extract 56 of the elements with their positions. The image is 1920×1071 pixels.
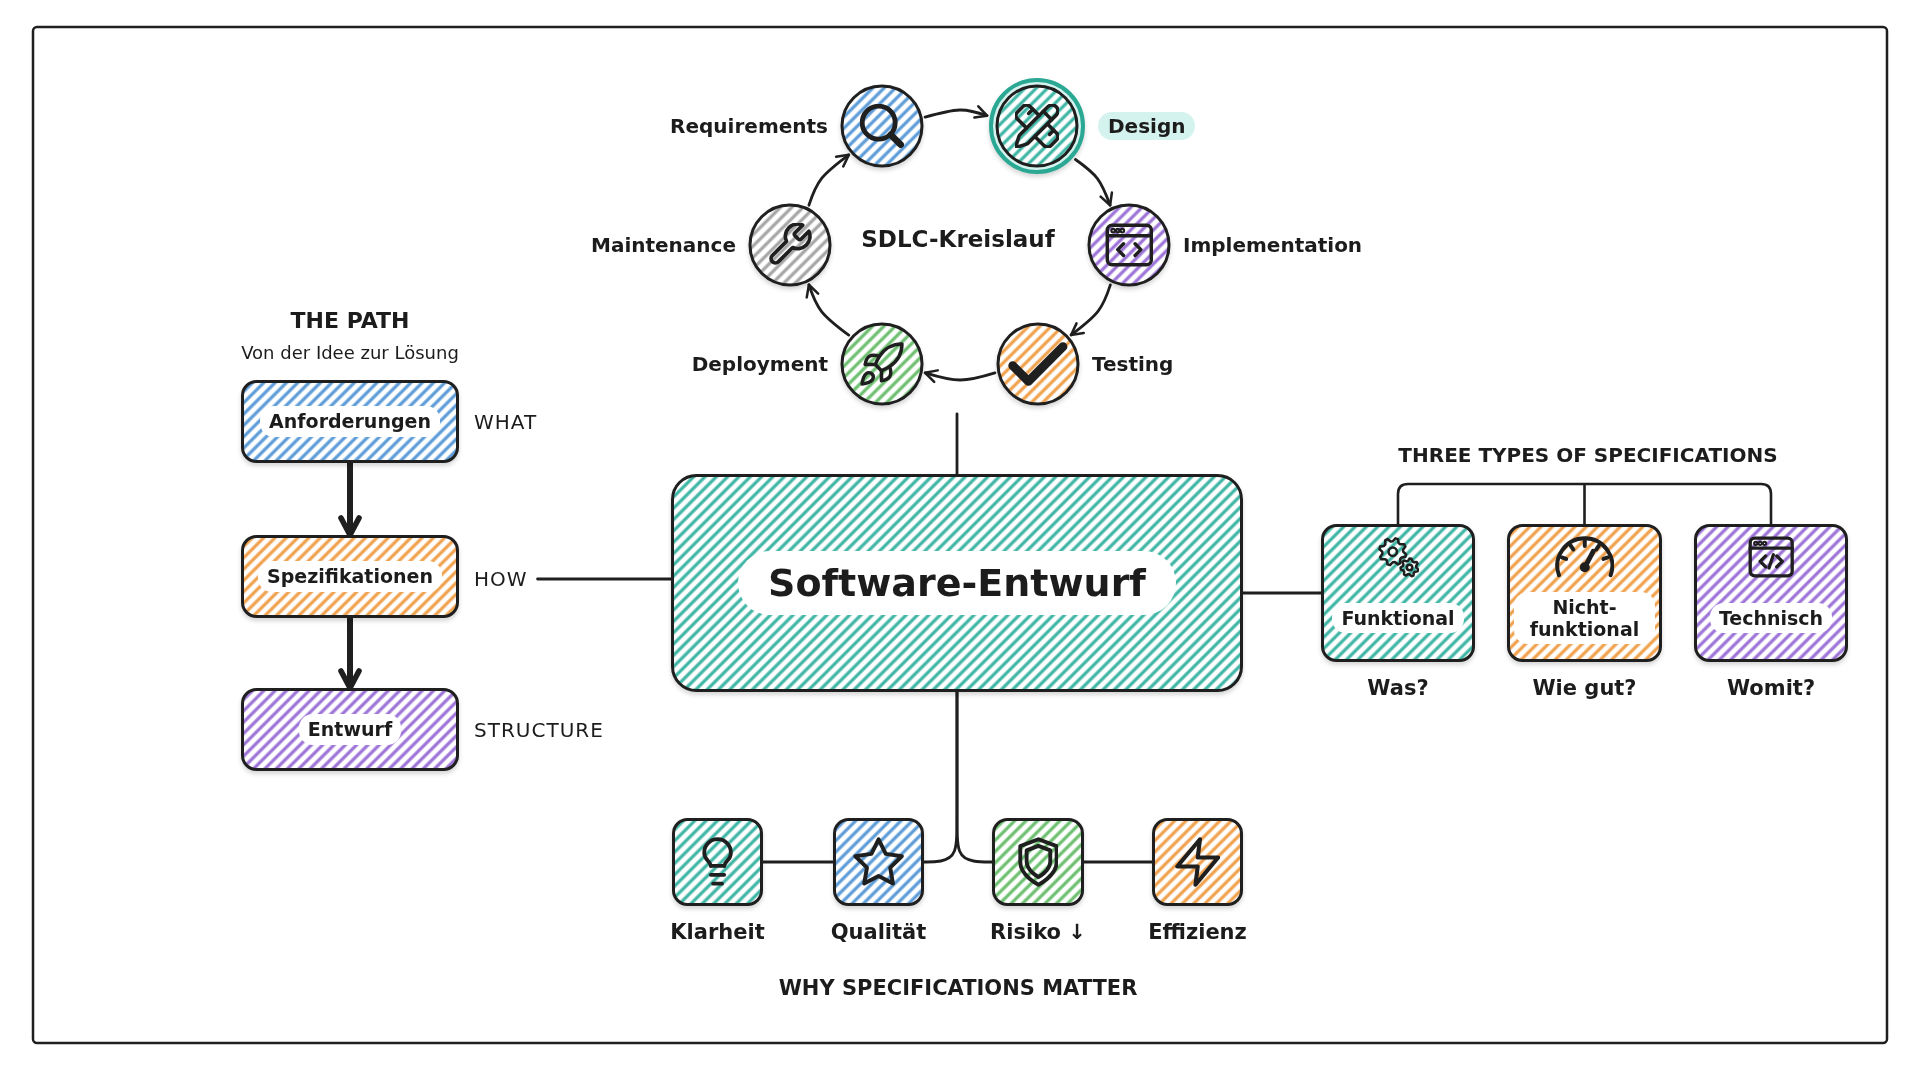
connector-line — [536, 577, 673, 581]
connector-line — [761, 860, 835, 864]
connector-line — [1241, 591, 1323, 595]
phase-circle — [748, 203, 832, 287]
side-label: STRUCTURE — [474, 717, 604, 742]
phase-label: Design — [1098, 112, 1196, 140]
node-label: Risiko ↓ — [990, 920, 1086, 946]
icon-tile — [992, 818, 1084, 906]
spec-card — [1694, 524, 1848, 662]
phase-label: Implementation — [1183, 233, 1363, 257]
node-label: Was? — [1367, 676, 1429, 702]
node-label: Qualität — [830, 920, 927, 946]
connector-line — [955, 690, 994, 864]
node-label: Wie gut? — [1532, 676, 1637, 702]
arrow — [923, 105, 989, 119]
node-label: Klarheit — [670, 920, 765, 946]
side-label: WHAT — [474, 409, 538, 434]
central-box — [671, 474, 1243, 692]
process-box — [241, 688, 459, 771]
box-label: Spezifikationen — [258, 561, 442, 592]
node-label: Womit? — [1726, 676, 1816, 702]
spec-card — [1507, 524, 1662, 662]
phase-label: Maintenance — [591, 233, 736, 257]
arrow — [805, 283, 851, 337]
arrow — [923, 369, 997, 384]
phase-label: Deployment — [691, 352, 828, 376]
phase-circle — [840, 322, 924, 406]
process-box — [241, 535, 459, 618]
phase-circle — [988, 77, 1086, 175]
process-box — [241, 380, 459, 463]
connector-line — [955, 412, 959, 476]
node-label: Effizienz — [1148, 920, 1247, 946]
side-label: HOW — [474, 567, 538, 591]
box-label: Anforderungen — [260, 406, 440, 437]
spec-card — [1321, 524, 1475, 662]
phase-label: Requirements — [670, 114, 828, 138]
phase-circle — [840, 84, 924, 168]
cycle-title: SDLC-Kreislauf — [861, 226, 1055, 254]
subtitle: Von der Idee zur Lösung — [241, 342, 459, 364]
icon-tile — [833, 818, 924, 906]
connector-line — [1082, 860, 1154, 864]
phase-label: Testing — [1092, 352, 1174, 376]
icon-tile — [672, 818, 763, 906]
arrow — [1069, 283, 1112, 337]
phase-circle — [996, 322, 1080, 406]
box-label: Funktional — [1332, 602, 1464, 634]
box-label: Software-Entwurf — [738, 550, 1176, 616]
box-label: Nicht- funktional — [1514, 591, 1655, 645]
phase-circle — [1087, 203, 1171, 287]
arrow — [807, 153, 851, 207]
box-label: Entwurf — [298, 714, 402, 745]
section-heading: WHY SPECIFICATIONS MATTER — [778, 976, 1138, 1002]
icon-tile — [1152, 818, 1243, 906]
section-heading: THREE TYPES OF SPECIFICATIONS — [1398, 443, 1778, 467]
arrow — [1074, 158, 1114, 207]
section-heading: THE PATH — [290, 307, 410, 335]
